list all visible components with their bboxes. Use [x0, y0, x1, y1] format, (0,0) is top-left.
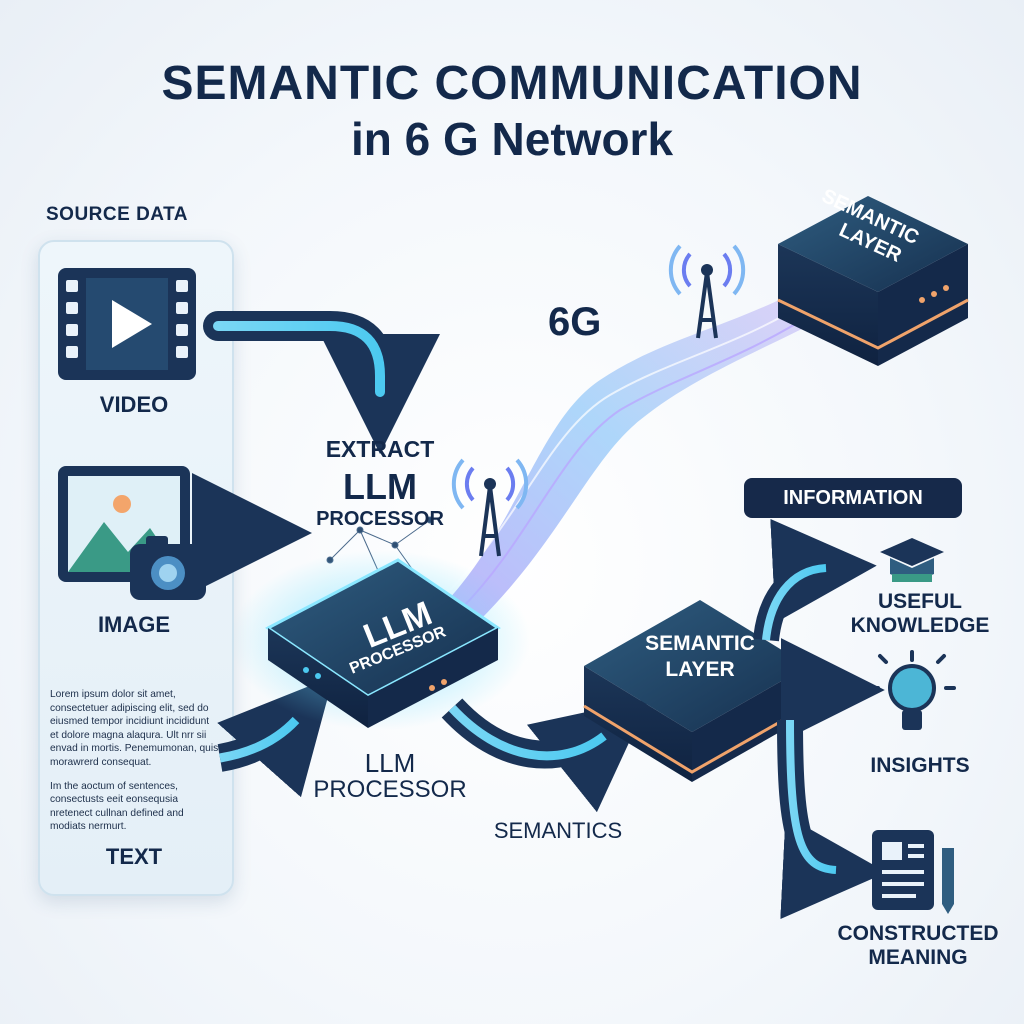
image-camera-icon: [58, 466, 206, 600]
title-line-2: in 6 G Network: [350, 113, 674, 165]
document-pen-icon: [872, 830, 954, 914]
antenna-mid-icon: [451, 458, 529, 557]
insights-label: INSIGHTS: [870, 754, 970, 777]
lightbulb-icon: [868, 650, 956, 730]
llm-label: LLM: [343, 466, 417, 507]
knowledge-line2: KNOWLEDGE: [850, 614, 990, 637]
processor-bottom-label: PROCESSOR: [313, 776, 467, 803]
title-line-1: SEMANTIC COMMUNICATION: [161, 57, 863, 110]
graduation-cap-icon: [880, 538, 944, 582]
video-label: VIDEO: [99, 392, 169, 417]
semantic-layer-top-chip: [777, 196, 969, 366]
text-sample-block: Lorem ipsum dolor sit amet, consectetuer…: [50, 688, 220, 844]
6g-signal-beam: [448, 290, 820, 620]
semantic-layer-mid-chip: [583, 600, 809, 782]
information-badge: INFORMATION: [744, 478, 962, 518]
meaning-arrow: [777, 719, 887, 920]
text-label: TEXT: [105, 844, 163, 869]
image-label: IMAGE: [97, 612, 171, 637]
antenna-top-icon: [668, 244, 746, 339]
constructed-line1: CONSTRUCTED: [837, 922, 999, 945]
text-sample-paragraph-2: Im the aoctum of sentences, consectusts …: [50, 780, 184, 833]
processor-label: PROCESSOR: [316, 508, 444, 530]
6g-label: 6G: [548, 300, 602, 344]
semantics-label: SEMANTICS: [493, 818, 623, 843]
useful-line1: USEFUL: [878, 590, 962, 613]
video-film-icon: [58, 268, 196, 380]
meaning-line2: MEANING: [868, 946, 968, 969]
llm-bottom-label: LLM: [364, 748, 416, 778]
text-sample-paragraph-1: Lorem ipsum dolor sit amet, consectetuer…: [50, 689, 219, 768]
llm-processor-chip: [230, 550, 530, 730]
semantic-mid-line1: SEMANTIC: [645, 632, 755, 655]
semantic-mid-line2: LAYER: [665, 658, 735, 681]
extract-label: EXTRACT: [325, 436, 435, 462]
source-data-heading: SOURCE DATA: [46, 204, 189, 225]
video-flow-arrow: [203, 311, 440, 454]
